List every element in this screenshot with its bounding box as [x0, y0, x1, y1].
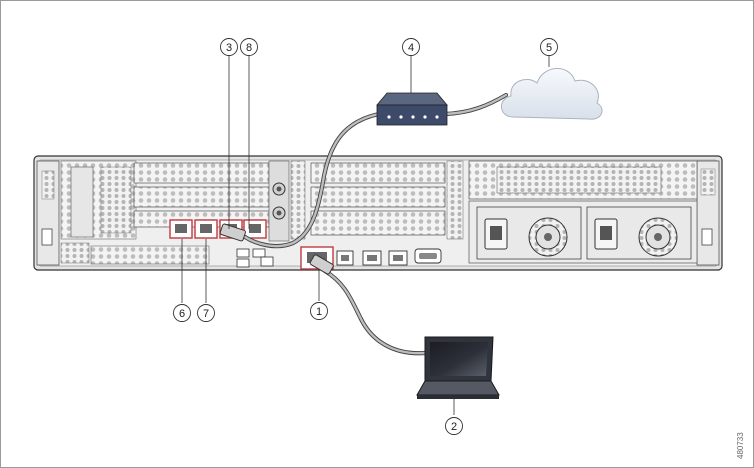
rear-knobs — [268, 160, 290, 242]
callout-5: 5 — [540, 38, 558, 56]
svg-text:8: 8 — [246, 42, 252, 54]
cables — [242, 92, 509, 356]
server-chassis — [33, 155, 723, 271]
svg-text:7: 7 — [203, 308, 209, 320]
svg-text:2: 2 — [451, 421, 457, 433]
right-rack-ear — [696, 160, 720, 266]
pcie-riser-1 — [60, 160, 137, 240]
figure-id: 480733 — [736, 432, 745, 459]
power-supply-2 — [586, 206, 692, 260]
svg-text:4: 4 — [408, 42, 414, 54]
callout-6: 6 — [173, 304, 191, 322]
callout-4: 4 — [402, 38, 420, 56]
svg-text:6: 6 — [179, 308, 185, 320]
svg-text:5: 5 — [546, 42, 552, 54]
callout-3: 3 — [220, 38, 238, 56]
network-cloud-icon — [501, 68, 603, 120]
bottom-vents — [60, 242, 210, 265]
rear-io-ports — [336, 248, 442, 266]
laptop-icon — [416, 336, 500, 399]
power-supply-1 — [476, 206, 582, 260]
left-rack-ear — [36, 160, 60, 266]
network-switch — [376, 92, 448, 126]
callout-7: 7 — [197, 304, 215, 322]
callout-leaders — [181, 55, 550, 415]
callout-2: 2 — [445, 417, 463, 435]
cable-connectors — [219, 223, 334, 275]
pcie-slots-right — [290, 160, 464, 240]
callout-1: 1 — [310, 302, 328, 320]
usb-ports — [236, 248, 274, 268]
callout-8: 8 — [240, 38, 258, 56]
svg-text:3: 3 — [226, 42, 232, 54]
svg-text:1: 1 — [316, 306, 322, 318]
